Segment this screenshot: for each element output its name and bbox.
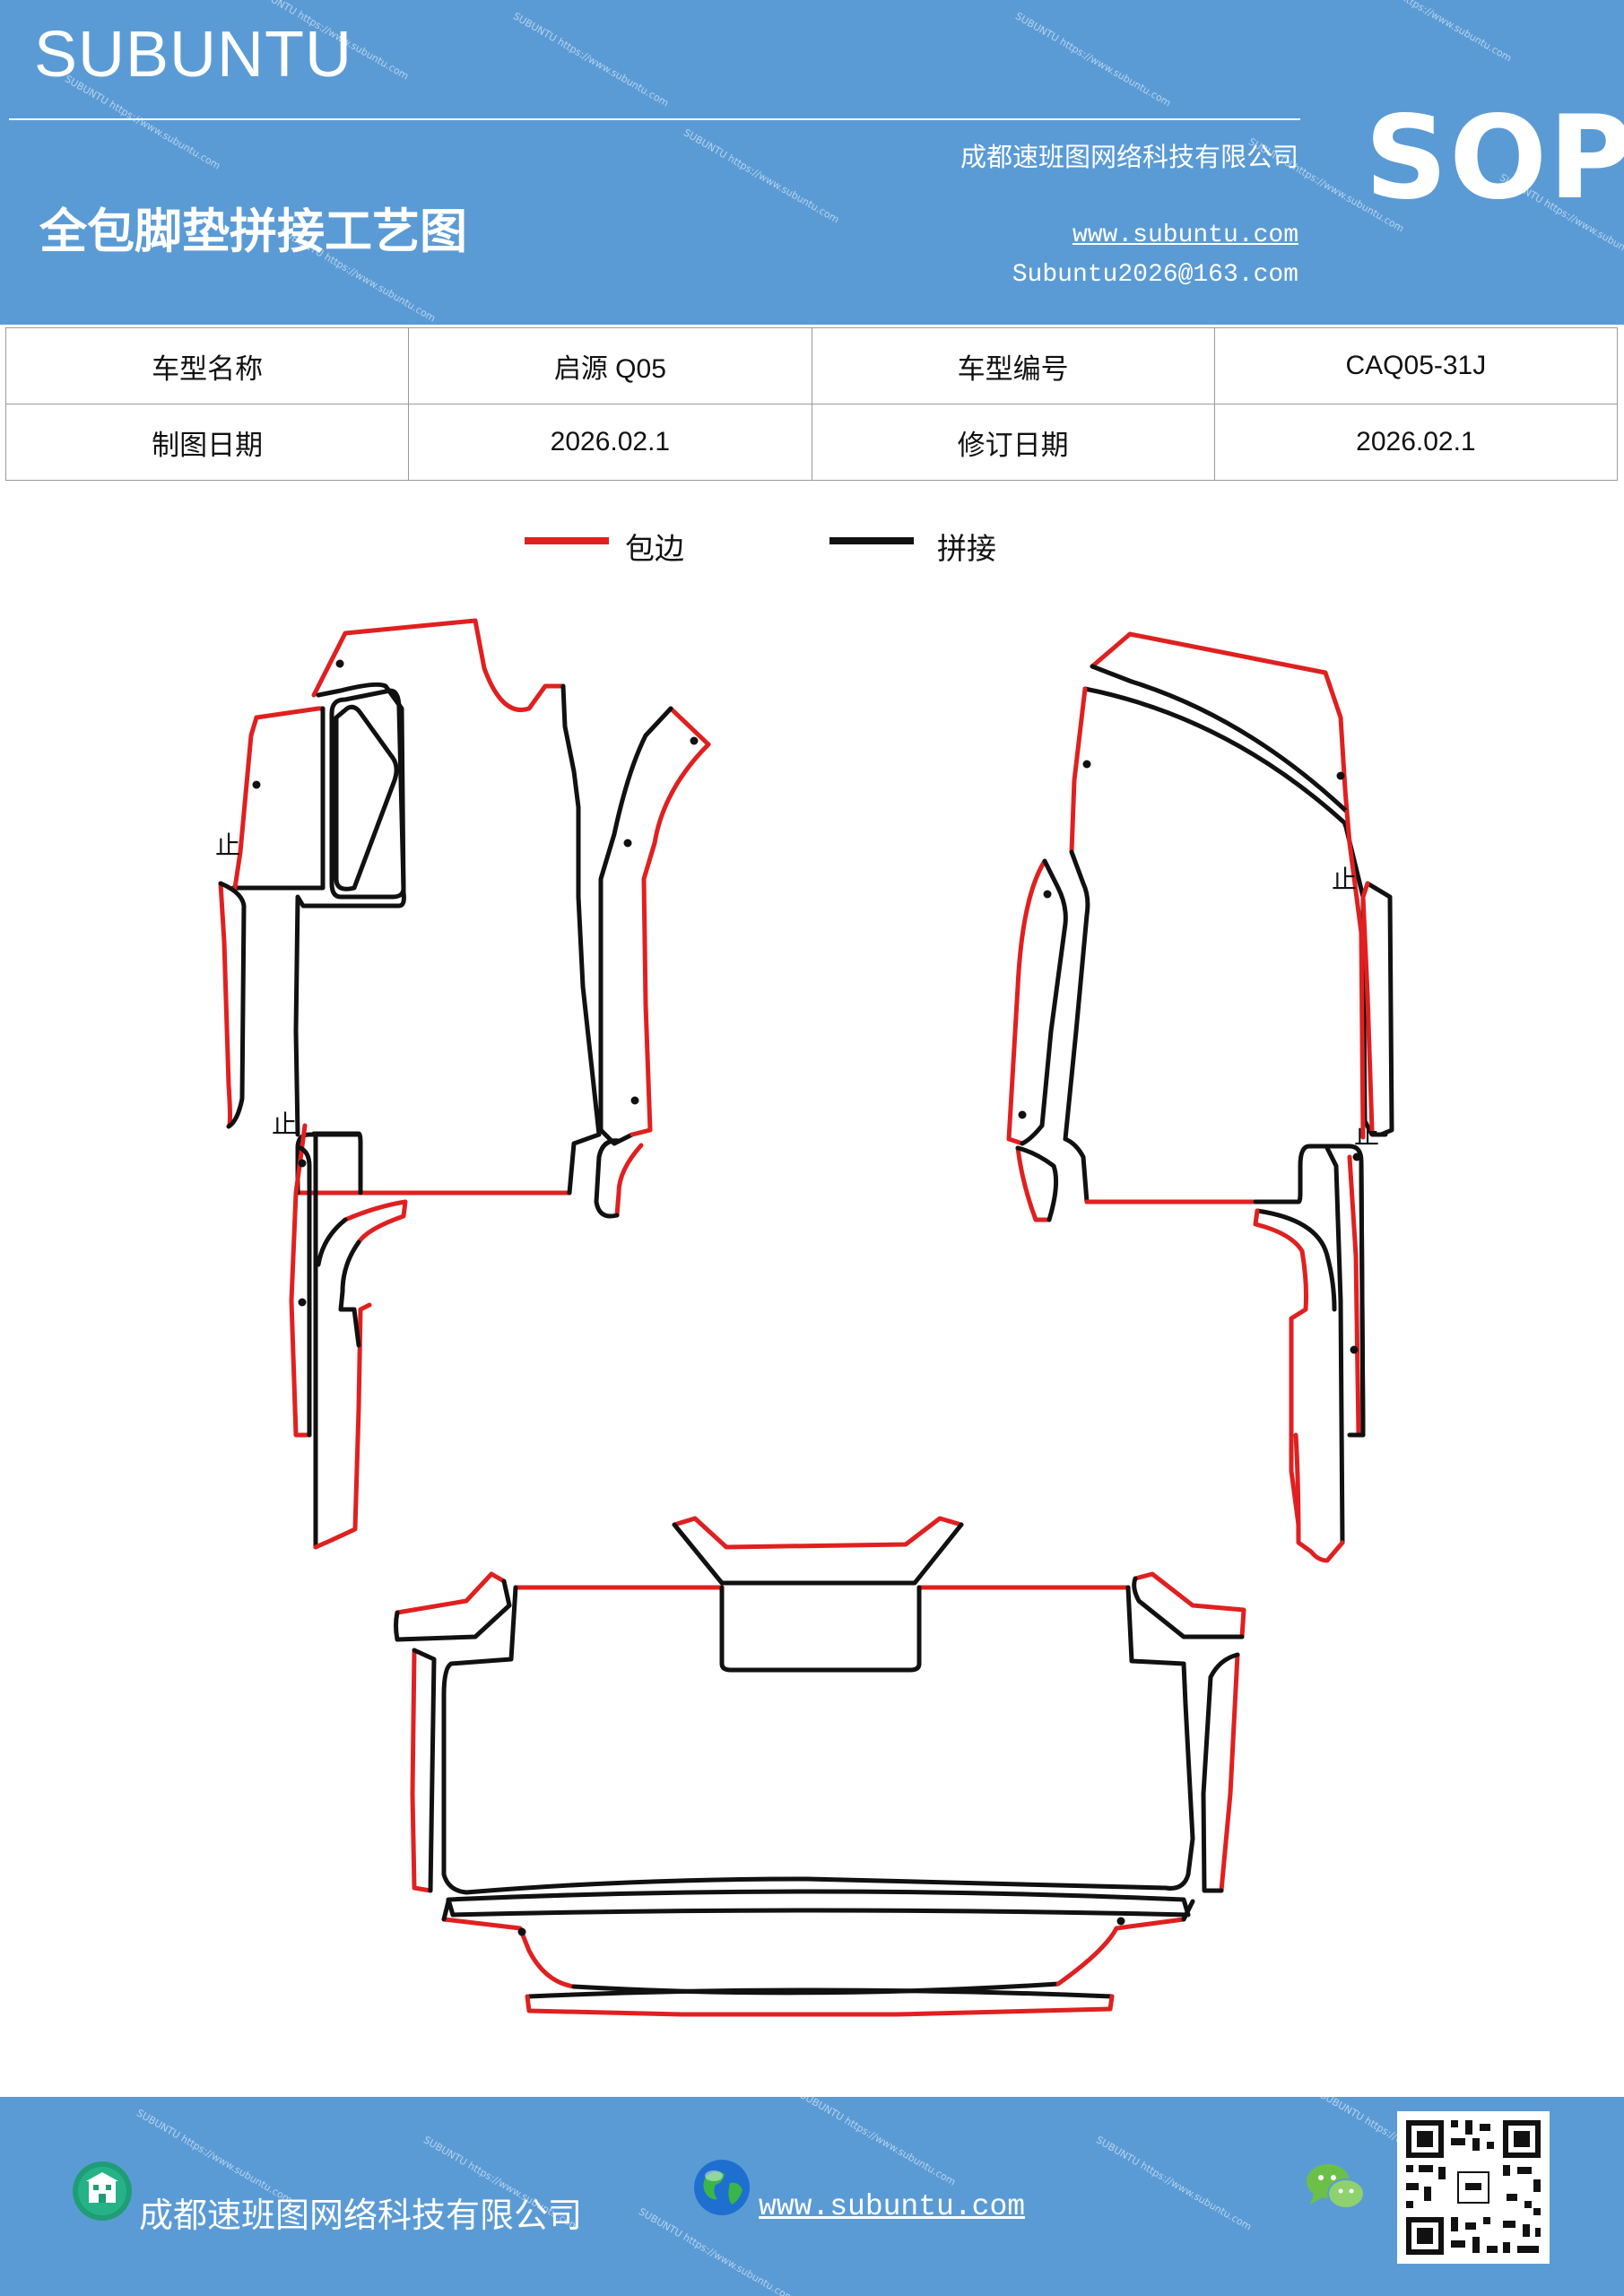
model-name-value: 启源 Q05 [408, 327, 812, 404]
footer-website-link[interactable]: www.subuntu.com [759, 2190, 1026, 2223]
stop-mark: 止 [272, 1109, 297, 1139]
front-left-mat: 止 止 [215, 618, 711, 1550]
table-row: 制图日期 2026.02.1 修订日期 2026.02.1 [4, 404, 1619, 481]
revision-date-value: 2026.02.1 [1213, 404, 1619, 481]
stop-mark: 止 [1332, 865, 1357, 894]
draw-date-value: 2026.02.1 [408, 404, 812, 481]
stop-mark: 止 [215, 831, 240, 860]
draw-date-label: 制图日期 [4, 404, 410, 481]
table-row: 车型名称 启源 Q05 车型编号 CAQ05-31J [4, 327, 1619, 404]
header-divider [9, 118, 1300, 120]
model-name-label: 车型名称 [4, 327, 410, 404]
building-icon [73, 2161, 132, 2221]
legend-edge-label: 包边 [625, 531, 684, 566]
wechat-icon [1307, 2164, 1365, 2209]
watermark: SUBUNTU https://www.subuntu.com [682, 126, 841, 226]
legend-seam-swatch [829, 537, 914, 544]
watermark: SUBUNTU https://www.subuntu.com [798, 2097, 958, 2188]
watermark: SUBUNTU https://www.subuntu.com [1094, 2134, 1254, 2233]
qr-code-pattern [1406, 2120, 1541, 2255]
brand-logo: SUBUNTU [34, 19, 353, 91]
model-code-value: CAQ05-31J [1213, 327, 1619, 404]
watermark: SUBUNTU https://www.subuntu.com [1013, 10, 1173, 109]
legend-edge-swatch [525, 537, 609, 544]
sop-badge: SOP [1365, 91, 1624, 225]
revision-date-label: 修订日期 [811, 404, 1215, 481]
watermark: SUBUNTU https://www.subuntu.com [511, 10, 671, 109]
watermark: SUBUNTU https://www.subuntu.com [1354, 0, 1514, 65]
qr-code [1397, 2111, 1550, 2264]
rear-mat [394, 1516, 1246, 2017]
legend-seam-label: 拼接 [937, 531, 996, 566]
document-title: 全包脚垫拼接工艺图 [39, 204, 467, 259]
footer-company-name: 成都速班图网络科技有限公司 [139, 2196, 583, 2235]
page-header: SUBUNTU https://www.subuntu.com SUBUNTU … [0, 0, 1624, 325]
company-name: 成都速班图网络科技有限公司 [960, 142, 1298, 172]
email-address: Subuntu2026@163.com [1012, 261, 1298, 289]
stop-mark: 止 [1354, 1120, 1379, 1150]
floor-mat-diagram: 止 止 止 止 [0, 592, 1624, 2045]
vehicle-info-table: 车型名称 启源 Q05 车型编号 CAQ05-31J 制图日期 2026.02.… [4, 327, 1619, 481]
website-link[interactable]: www.subuntu.com [1072, 222, 1298, 249]
page-footer: SUBUNTU https://www.subuntu.com SUBUNTU … [0, 2097, 1624, 2296]
model-code-label: 车型编号 [811, 327, 1215, 404]
front-right-mat: 止 止 [1006, 631, 1394, 1563]
globe-icon [694, 2160, 750, 2215]
